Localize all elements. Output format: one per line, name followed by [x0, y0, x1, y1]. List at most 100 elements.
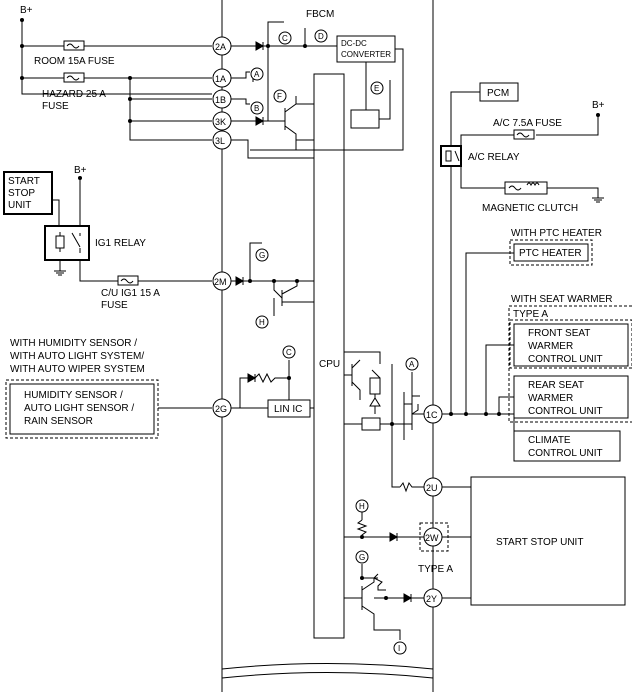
svg-text:C/U IG1 15 A: C/U IG1 15 A: [101, 288, 160, 299]
svg-text:CONTROL UNIT: CONTROL UNIT: [528, 406, 603, 417]
svg-text:WARMER: WARMER: [528, 341, 573, 352]
relay-block: [350, 109, 380, 129]
svg-text:2M: 2M: [214, 277, 227, 287]
svg-text:WITH AUTO LIGHT SYSTEM/: WITH AUTO LIGHT SYSTEM/: [10, 351, 144, 362]
svg-text:STOP: STOP: [8, 188, 35, 199]
svg-text:2G: 2G: [215, 404, 227, 414]
svg-text:3L: 3L: [215, 136, 225, 146]
bplus-ac-label: B+: [592, 100, 605, 111]
ig1-relay-label: IG1 RELAY: [95, 238, 146, 249]
svg-text:F: F: [277, 92, 282, 101]
svg-text:WARMER: WARMER: [528, 393, 573, 404]
marker-D: D: [314, 29, 328, 43]
svg-text:G: G: [259, 251, 265, 260]
lin-ic: LIN IC: [231, 360, 314, 418]
ac-fuse-label: A/C 7.5A FUSE: [493, 118, 562, 129]
dcdc-label-2: CONVERTER: [341, 50, 391, 59]
marker-B: B: [250, 101, 264, 115]
fbcm-internal-top: [231, 21, 404, 159]
start-stop-unit-left: START STOP UNIT: [3, 171, 53, 215]
hazard-branches: [128, 76, 212, 141]
climate-control-unit: CLIMATE CONTROL UNIT: [442, 412, 621, 462]
marker-A-top: A: [250, 67, 264, 81]
cu-ig1-fuse: C/U IG1 15 A FUSE: [101, 275, 160, 311]
svg-text:CLIMATE: CLIMATE: [528, 435, 571, 446]
svg-text:CONTROL UNIT: CONTROL UNIT: [528, 448, 603, 459]
start-stop-unit-right: START STOP UNIT: [442, 476, 626, 606]
svg-text:2W: 2W: [425, 533, 439, 543]
pin-2A: 2A: [212, 36, 232, 56]
ig1-relay: B+ IG1 RELAY: [44, 165, 212, 282]
marker-A-mid: A: [405, 357, 419, 371]
svg-text:1C: 1C: [426, 410, 438, 420]
bplus-left-label: B+: [20, 5, 33, 16]
pin-1B: 1B: [212, 89, 232, 109]
marker-I: I: [393, 641, 407, 655]
svg-text:AUTO LIGHT SENSOR /: AUTO LIGHT SENSOR /: [24, 403, 134, 414]
fbcm-title: FBCM: [306, 9, 334, 20]
svg-text:2Y: 2Y: [426, 594, 437, 604]
svg-text:PTC HEATER: PTC HEATER: [519, 248, 582, 259]
ptc-condition: WITH PTC HEATER: [511, 228, 602, 239]
svg-text:UNIT: UNIT: [8, 200, 31, 211]
battery-left: B+: [20, 5, 212, 95]
pin-1A: 1A: [212, 68, 232, 88]
ptc-heater: WITH PTC HEATER PTC HEATER: [465, 228, 602, 414]
marker-E: E: [370, 81, 384, 95]
marker-G-top: G: [255, 248, 269, 262]
svg-text:FRONT SEAT: FRONT SEAT: [528, 328, 590, 339]
pin-2M: 2M: [212, 271, 232, 291]
svg-text:B: B: [254, 104, 259, 113]
pin-3K: 3K: [212, 111, 232, 131]
svg-text:A/C RELAY: A/C RELAY: [468, 152, 520, 163]
marker-H-right: H: [355, 499, 369, 513]
bplus-ig1-label: B+: [74, 165, 87, 176]
magnetic-clutch: MAGNETIC CLUTCH: [482, 181, 604, 214]
cpu-block: [313, 73, 345, 639]
marker-H-left: H: [255, 315, 269, 329]
svg-text:1B: 1B: [215, 95, 226, 105]
svg-text:E: E: [374, 84, 379, 93]
pin-2Y: 2Y: [423, 588, 443, 608]
svg-text:START: START: [8, 176, 40, 187]
cpu-output-circuit: [344, 351, 424, 493]
svg-text:HUMIDITY SENSOR /: HUMIDITY SENSOR /: [24, 390, 123, 401]
dcdc-label-1: DC-DC: [341, 39, 367, 48]
svg-text:A: A: [254, 70, 260, 79]
pin-2U: 2U: [423, 477, 443, 497]
svg-text:2A: 2A: [215, 42, 226, 52]
pin-2G: 2G: [212, 398, 232, 418]
lin-ic-label: LIN IC: [274, 404, 302, 415]
svg-text:D: D: [318, 32, 324, 41]
svg-text:H: H: [359, 502, 365, 511]
svg-text:WITH HUMIDITY SENSOR /: WITH HUMIDITY SENSOR /: [10, 338, 137, 349]
pin-1C: 1C: [423, 404, 443, 424]
svg-text:FUSE: FUSE: [101, 300, 128, 311]
hazard-fuse-label-2: FUSE: [42, 101, 69, 112]
ac-relay: A/C RELAY B+ A/C 7.5A FUSE: [440, 100, 605, 414]
pcm-box: PCM: [450, 82, 519, 146]
svg-text:C: C: [282, 34, 288, 43]
svg-text:A: A: [409, 360, 415, 369]
marker-G-bottom: G: [355, 550, 369, 564]
svg-text:1A: 1A: [215, 74, 226, 84]
svg-text:3K: 3K: [215, 117, 226, 127]
humidity-condition: WITH HUMIDITY SENSOR / WITH AUTO LIGHT S…: [10, 338, 145, 375]
svg-text:WITH AUTO WIPER SYSTEM: WITH AUTO WIPER SYSTEM: [10, 364, 145, 375]
svg-text:START STOP UNIT: START STOP UNIT: [496, 537, 583, 548]
room-fuse-label: ROOM 15A FUSE: [34, 56, 115, 67]
pin-3L: 3L: [212, 130, 232, 150]
seat-type: TYPE A: [513, 309, 548, 320]
svg-text:REAR SEAT: REAR SEAT: [528, 380, 584, 391]
svg-text:2U: 2U: [426, 483, 438, 493]
seat-condition: WITH SEAT WARMER: [511, 294, 612, 305]
cpu-lower-circuits: [344, 512, 424, 640]
internal-2M: [231, 242, 314, 316]
svg-text:PCM: PCM: [487, 88, 509, 99]
svg-text:RAIN SENSOR: RAIN SENSOR: [24, 416, 93, 427]
svg-text:MAGNETIC CLUTCH: MAGNETIC CLUTCH: [482, 203, 578, 214]
hazard-fuse: HAZARD 25 A FUSE: [42, 72, 106, 112]
svg-text:CONTROL UNIT: CONTROL UNIT: [528, 354, 603, 365]
svg-text:C: C: [286, 348, 292, 357]
